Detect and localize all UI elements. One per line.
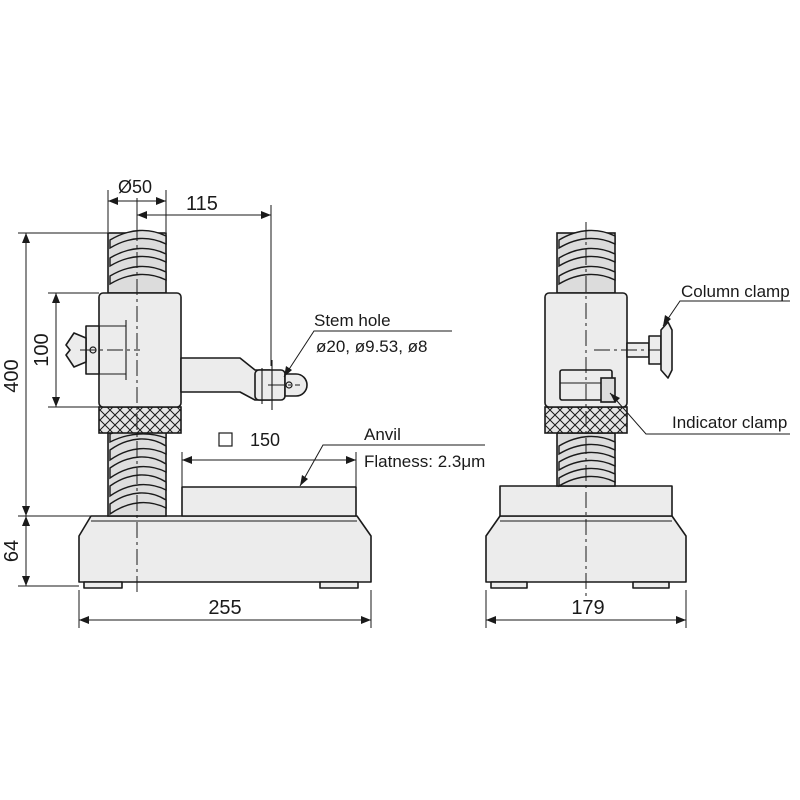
indicator-clamp-label: Indicator clamp xyxy=(672,413,787,432)
stem-hole-title: Stem hole xyxy=(314,311,391,330)
front-base xyxy=(78,515,372,589)
front-anvil xyxy=(181,486,357,517)
slider-height-label: 100 xyxy=(31,333,53,366)
anvil-title: Anvil xyxy=(364,425,401,444)
front-knurled-ring xyxy=(98,406,182,434)
square-symbol xyxy=(218,432,233,447)
front-arm xyxy=(180,357,308,410)
anvil-flatness: Flatness: 2.3μm xyxy=(364,452,485,471)
base-width-label: 255 xyxy=(208,597,241,619)
side-labels: 179 Column clamp Indicator clamp xyxy=(571,282,789,619)
front-dimensions xyxy=(18,190,485,628)
arm-reach-label: 115 xyxy=(186,193,218,215)
column-clamp-label: Column clamp xyxy=(681,282,790,301)
column-diameter-label: Ø50 xyxy=(118,177,152,197)
side-view xyxy=(485,222,687,596)
anvil-size-label: 150 xyxy=(250,430,280,450)
stem-hole-sizes: ø20, ø9.53, ø8 xyxy=(316,337,428,356)
base-depth-label: 179 xyxy=(571,597,604,619)
side-dimensions xyxy=(485,300,790,628)
height-label: 400 xyxy=(1,359,23,392)
front-labels: Ø50 115 400 100 64 255 150 Stem hole ø20… xyxy=(1,177,485,619)
front-view xyxy=(65,198,372,596)
base-height-label: 64 xyxy=(1,540,23,562)
